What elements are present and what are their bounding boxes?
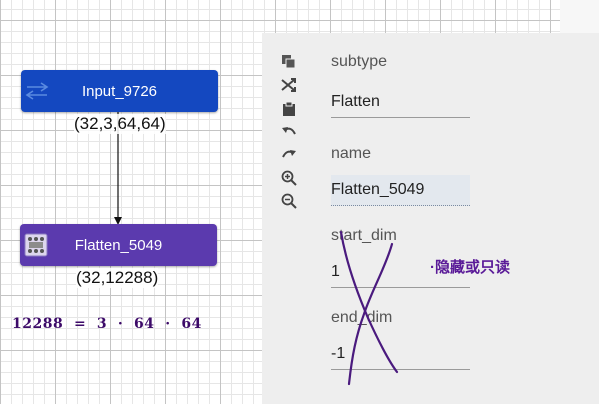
clipboard-icon[interactable] (278, 99, 300, 119)
node-input[interactable]: Input_9726 (21, 70, 218, 112)
input-arrows-icon (25, 82, 49, 100)
name-label: name (331, 145, 372, 162)
zoom-out-icon[interactable] (278, 191, 300, 211)
hidden-or-readonly-note: ·隐藏或只读 (430, 259, 510, 276)
start-dim-field[interactable]: 1 (331, 257, 470, 288)
formula-annotation: 12288 = 3 · 64 · 64 (12, 316, 202, 332)
properties-panel (262, 33, 599, 404)
zoom-in-icon[interactable] (278, 168, 300, 188)
undo-icon[interactable] (278, 122, 300, 142)
end-dim-field[interactable]: -1 (331, 339, 470, 370)
node-flatten-label: Flatten_5049 (74, 236, 163, 254)
redo-icon[interactable] (278, 145, 300, 165)
node-flatten-shape: (32,12288) (76, 268, 159, 288)
node-input-shape: (32,3,64,64) (74, 114, 166, 134)
name-field[interactable]: Flatten_5049 (331, 175, 470, 206)
shuffle-icon[interactable] (278, 75, 300, 95)
subtype-field[interactable]: Flatten (331, 87, 470, 118)
flatten-layer-icon (24, 233, 48, 257)
node-input-label: Input_9726 (81, 82, 158, 100)
panel-corner (560, 0, 599, 33)
node-flatten[interactable]: Flatten_5049 (20, 224, 217, 266)
subtype-label: subtype (331, 53, 388, 70)
start-dim-label: start_dim (331, 227, 397, 244)
copy-stack-icon[interactable] (278, 52, 300, 72)
